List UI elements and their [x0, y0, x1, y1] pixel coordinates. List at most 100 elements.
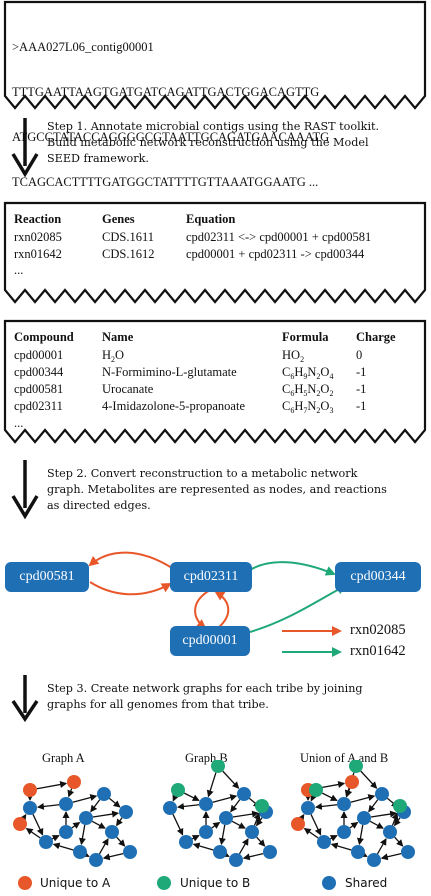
graph-edge: [172, 793, 179, 802]
graph-edge: [359, 850, 368, 858]
reaction-id: rxn01642: [14, 247, 62, 261]
edge-rxn02085: [88, 551, 173, 569]
node-shared: [337, 825, 351, 839]
node-cpd00001: cpd00001: [170, 626, 250, 656]
node-shared: [375, 787, 389, 801]
step-text-line: Step 2. Convert reconstruction to a meta…: [47, 467, 358, 480]
graph-edge: [19, 813, 27, 822]
legend-dot-blue: [322, 876, 336, 890]
graph-a-title: Graph A: [42, 751, 85, 765]
node-shared: [79, 811, 93, 825]
graph-edge: [222, 770, 240, 789]
graph-edge: [176, 802, 200, 810]
step-3-text: Step 3. Create network graphs for each t…: [47, 681, 363, 713]
fasta-line: ATGCCTATACCAGGGGCGTAATTGCAGATGAACAAATG: [12, 130, 330, 144]
step-text-line: Build metabolic network reconstruction u…: [47, 136, 369, 149]
node-unique-b: [393, 799, 407, 813]
node-shared: [59, 797, 73, 811]
graph-edge: [370, 810, 398, 818]
col-header-genes: Genes: [102, 212, 135, 226]
node-legend: Unique to A Unique to B Shared: [0, 874, 431, 894]
node-shared: [199, 797, 213, 811]
compound-charge: 0: [356, 348, 363, 362]
graph-edge: [321, 792, 338, 802]
graph-edge: [109, 797, 121, 808]
compound-id: cpd00581: [14, 382, 64, 396]
legend-label: Unique to A: [40, 876, 111, 890]
step-2-text: Step 2. Convert reconstruction to a meta…: [47, 466, 387, 514]
graph-edge: [36, 781, 68, 790]
graph-edge: [242, 852, 264, 861]
compound-name: N-Formimino-L-glutamate: [102, 365, 237, 379]
graph-union: [291, 760, 415, 867]
node-unique-a: [13, 817, 27, 831]
graph-edge: [218, 824, 226, 846]
table-ellipsis: ...: [14, 263, 24, 277]
graph-edge: [81, 850, 90, 858]
step-text-line: Step 1. Annotate microbial contigs using…: [47, 120, 380, 133]
compounds-box-frame: [3, 319, 427, 444]
step-text-line: graph. Metabolites are represented as no…: [47, 483, 387, 496]
graph-union-title: Union of A and B: [300, 751, 389, 765]
fasta-header: >AAA027L06_contig00001: [12, 40, 154, 54]
compound-charge: -1: [356, 399, 367, 413]
graph-edge: [329, 834, 338, 842]
graph-edge: [211, 822, 221, 829]
node-shared: [301, 801, 315, 815]
node-shared: [245, 825, 259, 839]
node-shared: [351, 845, 365, 859]
legend-label: Shared: [345, 876, 388, 890]
graph-edge: [256, 817, 263, 827]
node-shared: [89, 853, 103, 867]
step-1-text: Step 1. Annotate microbial contigs using…: [47, 119, 379, 167]
step-text-line: SEED framework.: [47, 152, 149, 165]
graph-edge: [183, 792, 200, 802]
graph-edge: [92, 810, 120, 818]
edge-rxn01642: [249, 561, 336, 576]
graph-b: [163, 760, 277, 867]
node-shared: [163, 801, 177, 815]
graph-edge: [310, 793, 317, 802]
step-text-line: Step 3. Create network graphs for each t…: [47, 682, 363, 695]
graph-edge: [116, 836, 126, 847]
compound-name: H2O: [102, 348, 125, 364]
node-unique-b: [309, 783, 323, 797]
graph-edge: [314, 802, 338, 810]
node-shared: [97, 787, 111, 801]
graph-edge: [238, 838, 249, 855]
node-unique-a: [23, 783, 37, 797]
down-arrow-icon: [11, 118, 39, 178]
graph-edge: [230, 799, 241, 813]
down-arrow-icon: [11, 675, 39, 723]
col-header-reaction: Reaction: [14, 212, 62, 226]
legend-label-rxn01642: rxn01642: [350, 643, 406, 659]
node-shared: [367, 853, 381, 867]
graph-edge: [71, 822, 81, 829]
graph-edge: [391, 812, 399, 826]
graph-edge: [256, 836, 266, 847]
node-shared: [237, 787, 251, 801]
edge-rxn02085: [89, 581, 172, 596]
fasta-sequence: >AAA027L06_contig00001 TTTGAATTAAGTGATGA…: [12, 10, 329, 205]
graph-edge: [297, 813, 305, 822]
reaction-equation: cpd00001 + cpd02311 -> cpd00344: [186, 247, 365, 261]
graph-edge: [206, 772, 217, 798]
compound-id: cpd00001: [14, 348, 64, 362]
node-shared: [199, 825, 213, 839]
node-shared: [105, 825, 119, 839]
col-header-name: Name: [102, 330, 134, 344]
compound-charge: -1: [356, 365, 367, 379]
reaction-genes: CDS.1611: [102, 230, 154, 244]
reactions-table: Reaction Genes Equation rxn02085 CDS.161…: [14, 212, 424, 277]
node-cpd02311: cpd02311: [170, 562, 252, 592]
fasta-box-frame: [3, 0, 427, 110]
edge-rxn02085: [194, 589, 211, 630]
graph-edge: [212, 794, 238, 803]
graph-edge: [102, 852, 124, 861]
col-header-equation: Equation: [186, 212, 236, 226]
graph-edge: [98, 838, 109, 855]
graph-edge: [25, 827, 41, 839]
fasta-line: TTTGAATTAAGTGATGATCAGATTGACTGGACAGTTG: [12, 85, 320, 99]
reaction-genes: CDS.1612: [102, 247, 155, 261]
node-shared: [179, 835, 193, 849]
